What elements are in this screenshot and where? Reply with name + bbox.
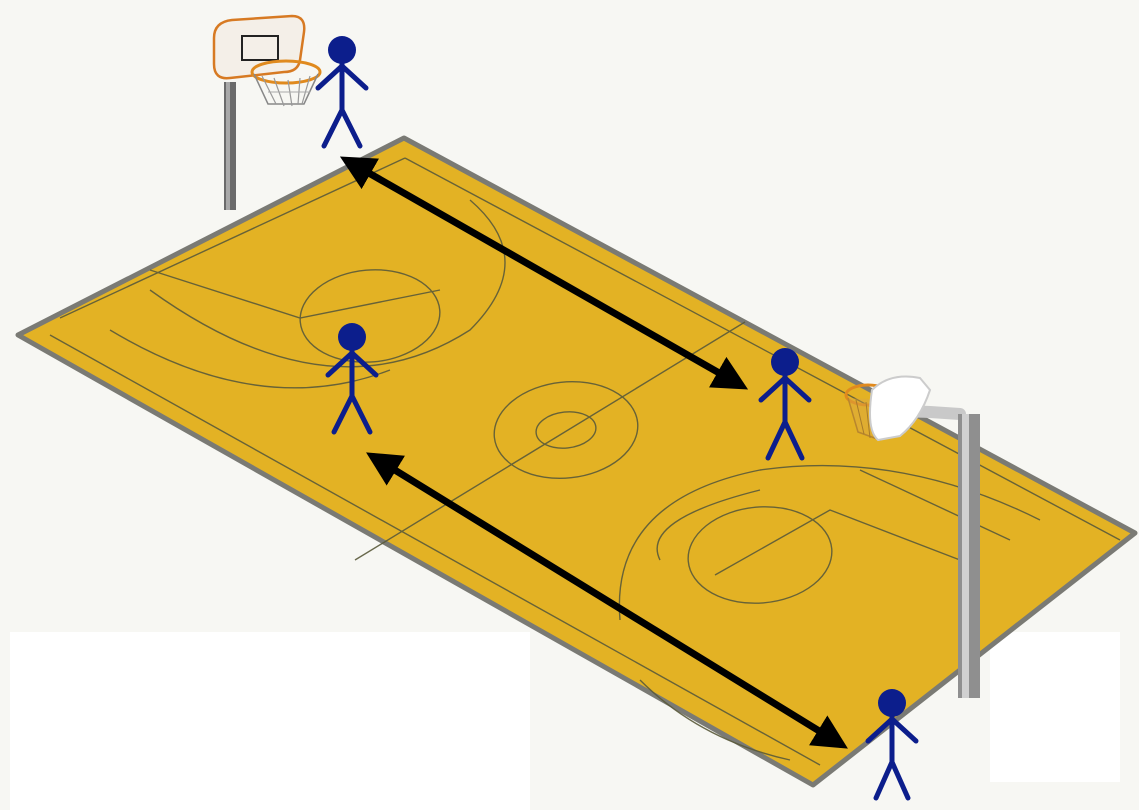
backboard (214, 16, 304, 78)
hoop-left (214, 16, 320, 210)
hoop-pole-highlight (962, 414, 969, 698)
hoop-pole-highlight (226, 82, 230, 210)
player-top-left (318, 36, 366, 146)
